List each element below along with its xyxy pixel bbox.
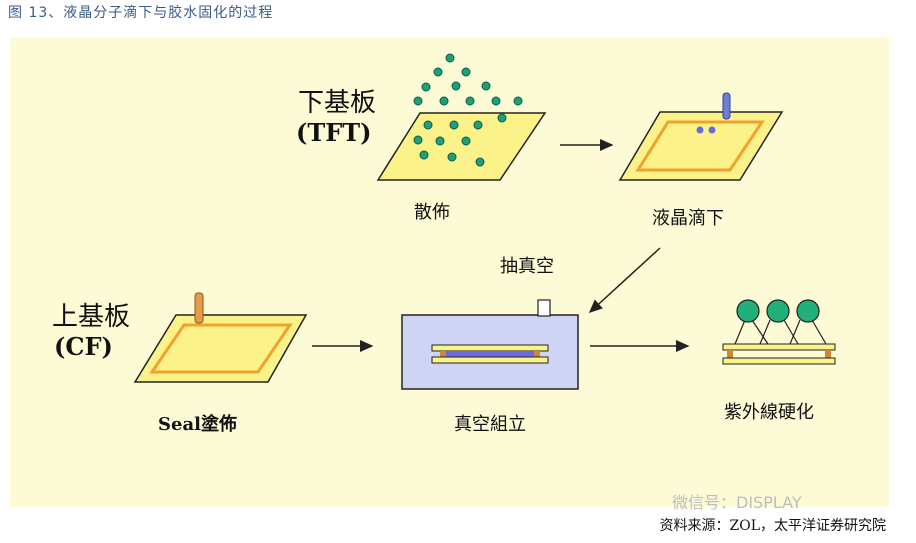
label-step-seal: Seal塗佈 [158, 414, 237, 435]
label-step-assemble: 真空組立 [454, 414, 526, 435]
label-lower-substrate: 下基板 [298, 88, 377, 118]
label-step-spread: 散佈 [414, 202, 450, 223]
uv-curing [722, 319, 836, 365]
seal-nozzle-icon [194, 292, 204, 324]
arrow-drop-to-assemble [588, 247, 661, 314]
source-note: 资料来源：ZOL，太平洋证券研究院 [659, 518, 886, 534]
vacuum-chamber [401, 299, 579, 390]
label-upper-substrate-cf: (CF) [54, 332, 113, 361]
label-step-drop: 液晶滴下 [652, 208, 724, 229]
dispense-nozzle-icon [722, 92, 731, 120]
label-step-vacuum: 抽真空 [500, 256, 554, 277]
lc-droplets [413, 53, 523, 167]
watermark: 微信号：DISPLAY [672, 493, 802, 512]
cf-substrate [133, 314, 308, 383]
drop-substrate [618, 111, 784, 181]
tft-substrate [376, 112, 547, 181]
uv-lamp-icon [736, 299, 820, 323]
label-step-uv: 紫外線硬化 [724, 402, 814, 423]
label-lower-substrate-tft: (TFT) [296, 118, 372, 147]
figure-caption: 图 13、液晶分子滴下与胶水固化的过程 [8, 5, 274, 21]
label-upper-substrate: 上基板 [52, 302, 131, 332]
